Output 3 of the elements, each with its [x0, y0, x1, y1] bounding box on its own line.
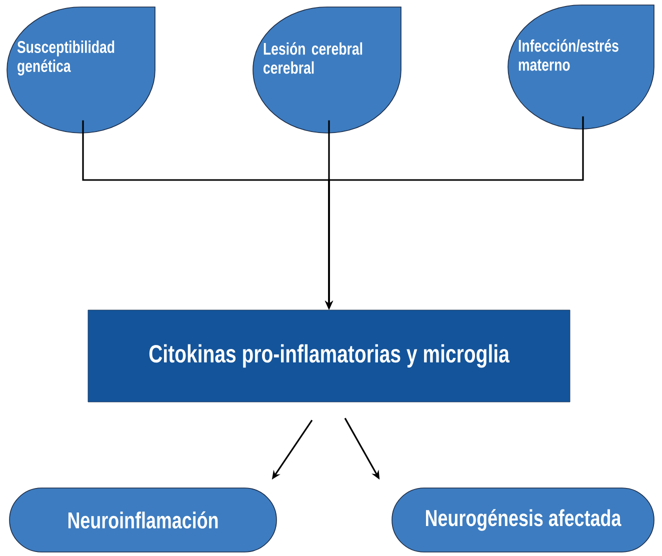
process-box: Citokinas pro-inflamatorias y microglia	[88, 310, 570, 402]
rounded-box: Neurogénesis afectada	[392, 488, 654, 552]
rounded-box: Neuroinflamación	[9, 488, 277, 552]
